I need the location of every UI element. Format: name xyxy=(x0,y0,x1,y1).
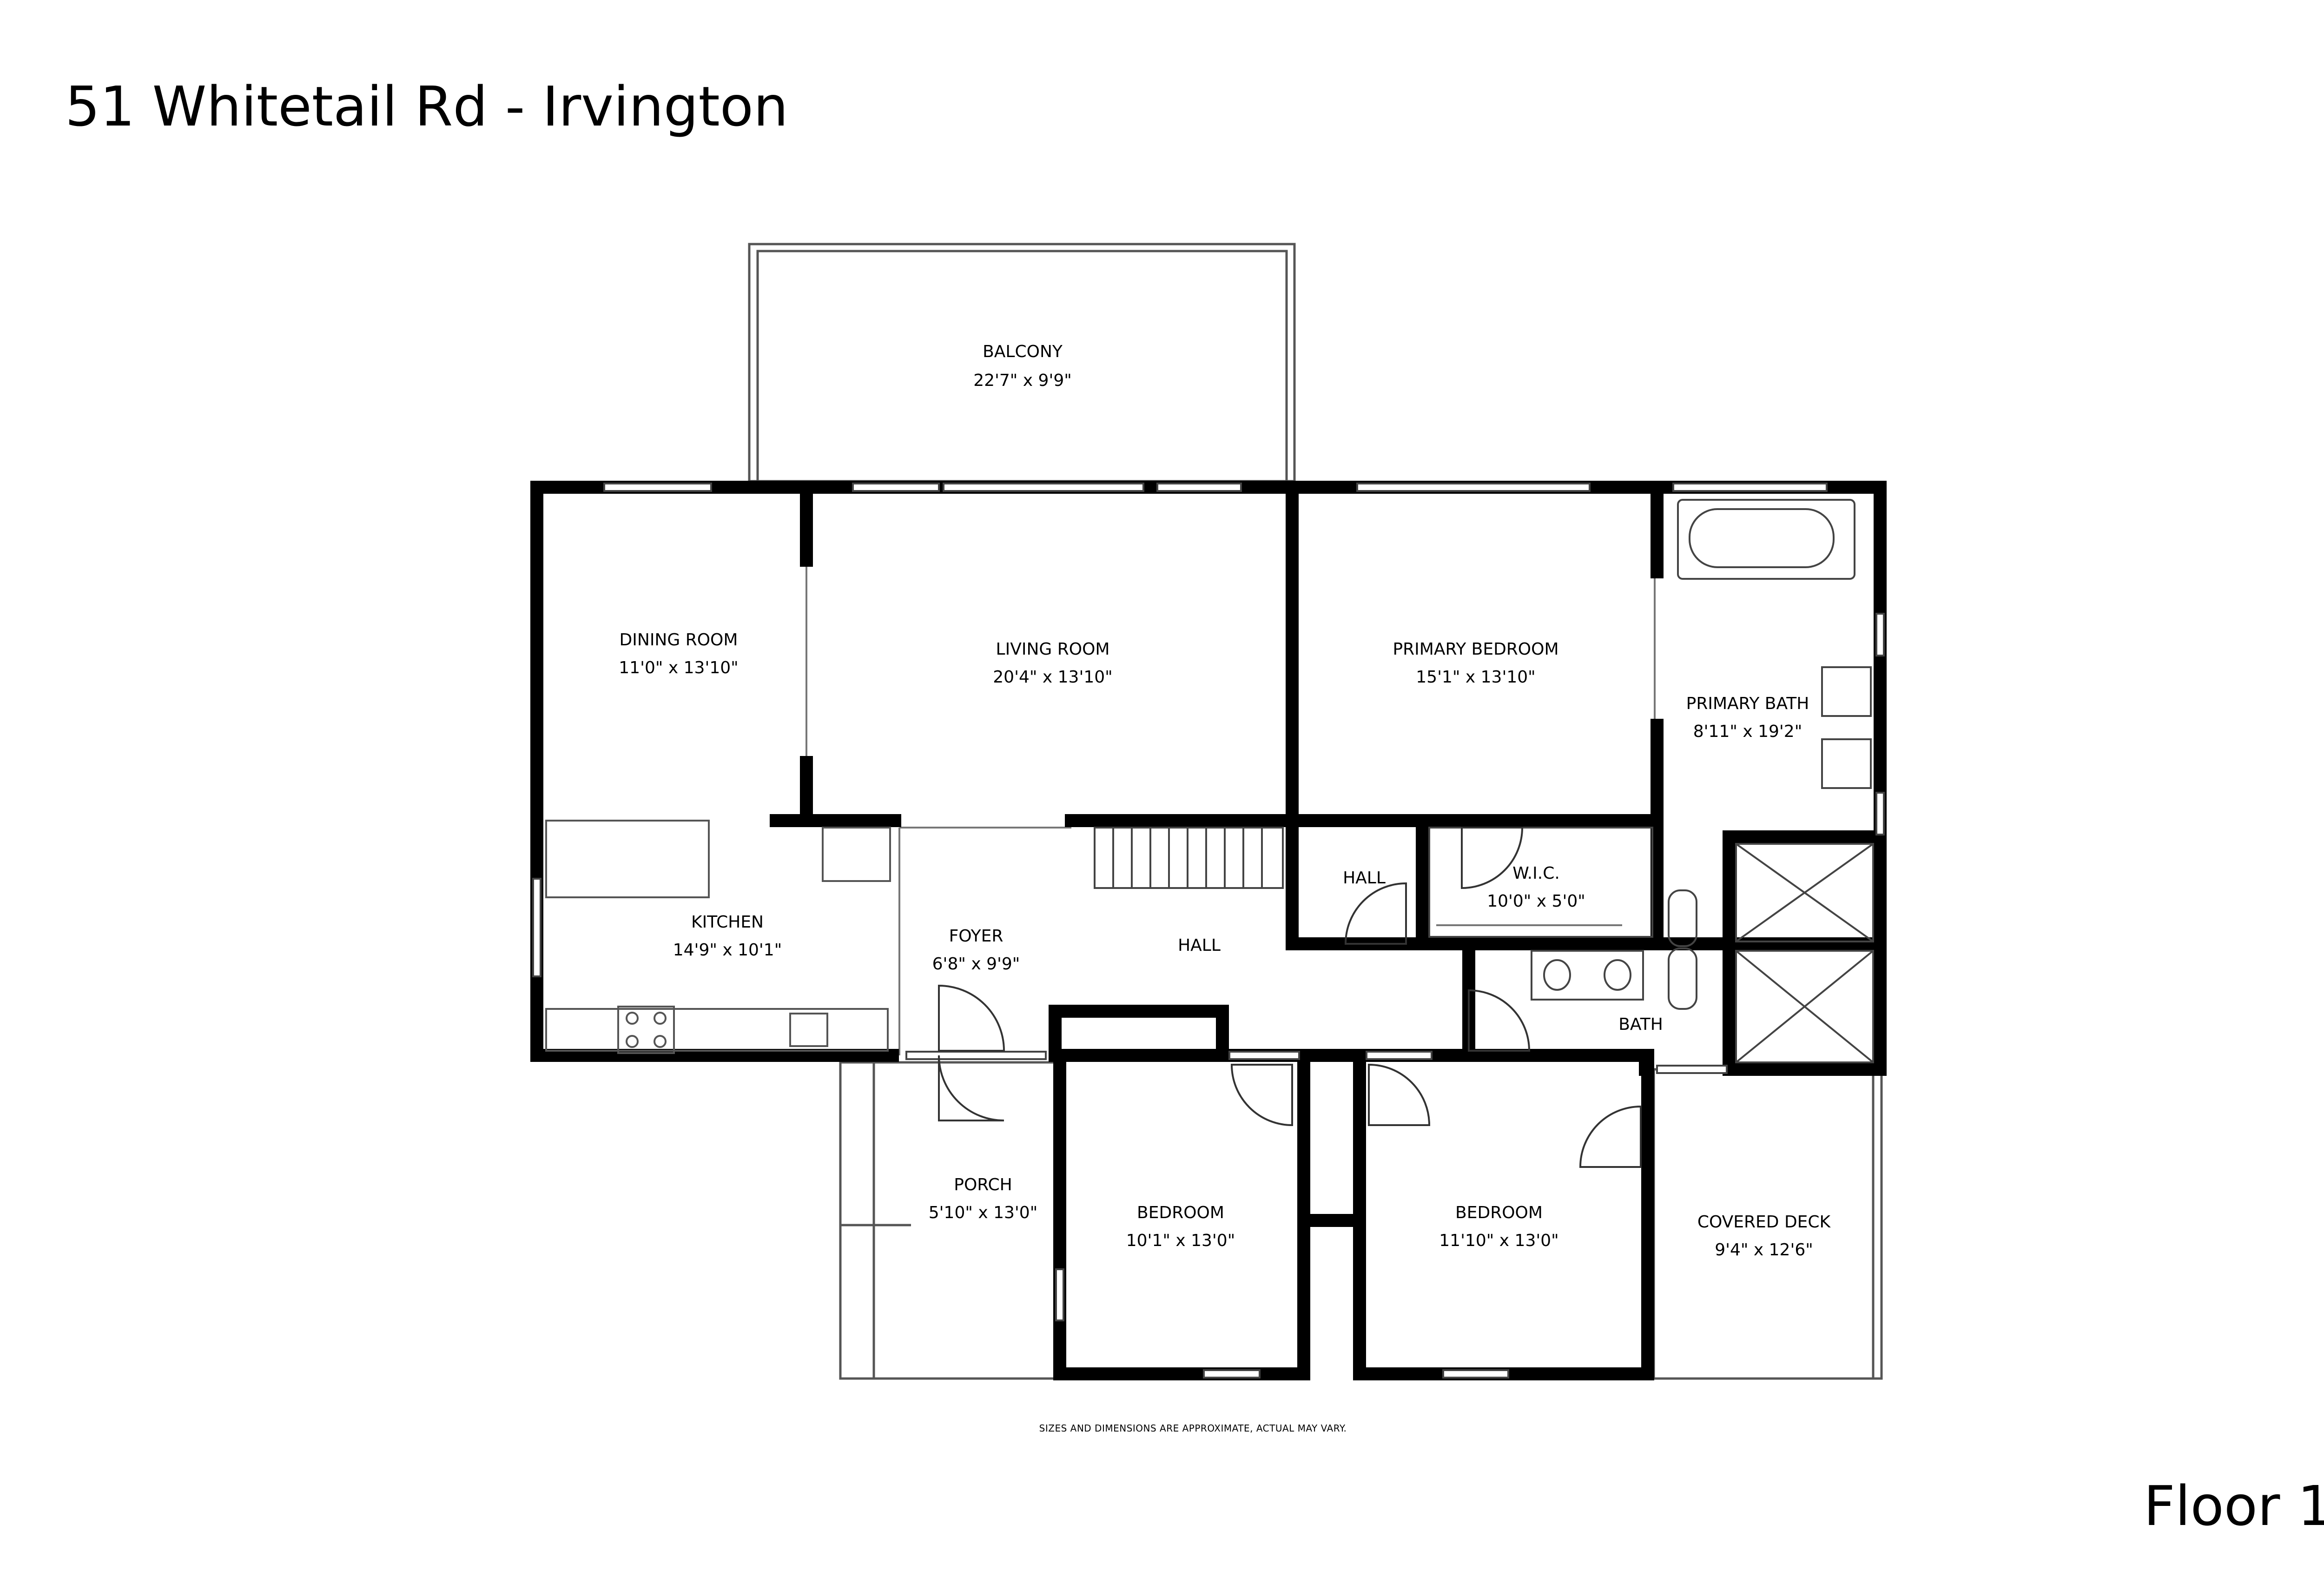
bath-vanity-icon xyxy=(1531,950,1644,1001)
foyer-dims: 6'8" x 9'9" xyxy=(932,955,1020,974)
disclaimer-note: SIZES AND DIMENSIONS ARE APPROXIMATE, AC… xyxy=(1039,1423,1347,1434)
kitchen-name: KITCHEN xyxy=(691,913,764,932)
bedroom1-door-icon xyxy=(1230,1064,1293,1127)
kitchen-counter xyxy=(545,1008,889,1052)
living-dims: 20'4" x 13'10" xyxy=(993,668,1112,687)
primary-bed-dims: 15'1" x 13'10" xyxy=(1416,668,1535,687)
bathtub-icon xyxy=(1677,499,1855,580)
primary-bed-name: PRIMARY BEDROOM xyxy=(1393,640,1558,659)
kitchen-dims: 14'9" x 10'1" xyxy=(673,941,782,960)
thin-partitions xyxy=(805,560,1876,1060)
bath-name: BATH xyxy=(1618,1015,1663,1034)
doors xyxy=(938,827,1642,1168)
toilet-icon-2 xyxy=(1668,948,1697,1010)
porch-dims: 5'10" x 13'0" xyxy=(929,1203,1038,1222)
windows xyxy=(532,483,1885,1379)
porch-name: PORCH xyxy=(954,1175,1012,1194)
outdoor-outlines xyxy=(748,243,1883,1380)
kitchen-island xyxy=(545,820,710,898)
bedroom1-dims: 10'1" x 13'0" xyxy=(1126,1231,1235,1250)
balcony-name: BALCONY xyxy=(983,342,1063,361)
wic-door-icon xyxy=(1461,827,1524,889)
page-title: 51 Whitetail Rd - Irvington xyxy=(65,74,788,139)
bedroom1-name: BEDROOM xyxy=(1137,1203,1224,1222)
foyer-name: FOYER xyxy=(949,927,1004,946)
dining-dims: 11'0" x 13'10" xyxy=(619,658,738,677)
stove-icon xyxy=(617,1006,675,1054)
dining-name: DINING ROOM xyxy=(620,630,738,650)
primary-bath-dims: 8'11" x 19'2" xyxy=(1693,722,1802,741)
toilet-icon xyxy=(1668,889,1697,947)
hall-main-name: HALL xyxy=(1178,936,1221,955)
stairs xyxy=(1094,827,1284,889)
hall-small-name: HALL xyxy=(1343,868,1386,888)
shower-icon-2 xyxy=(1735,950,1874,1063)
covered-deck-dims: 9'4" x 12'6" xyxy=(1715,1240,1813,1260)
bedroom2-dims: 11'10" x 13'0" xyxy=(1439,1231,1558,1250)
hall-door-icon xyxy=(1344,882,1407,945)
bedroom2-name: BEDROOM xyxy=(1455,1203,1543,1222)
bedroom2-door-icon xyxy=(1368,1063,1431,1126)
bath-fixtures xyxy=(1428,499,1874,1063)
covered-deck-name: COVERED DECK xyxy=(1697,1213,1831,1232)
kitchen-fixtures xyxy=(545,820,891,1054)
primary-bath-name: PRIMARY BATH xyxy=(1686,694,1809,713)
vanity-sink-icon-2 xyxy=(1821,738,1872,789)
wic-name: W.I.C. xyxy=(1512,864,1560,883)
walls xyxy=(530,481,1887,1380)
floor-label: Floor 1 xyxy=(2143,1474,2324,1538)
shower-icon xyxy=(1735,843,1874,942)
bath-door-icon xyxy=(1468,989,1531,1052)
sink-icon xyxy=(789,1013,828,1047)
wic-shelf xyxy=(1428,827,1653,938)
vanity-sink-icon xyxy=(1821,666,1872,717)
wic-dims: 10'0" x 5'0" xyxy=(1487,892,1585,911)
deck-door-icon xyxy=(1579,1105,1642,1168)
balcony-outline xyxy=(748,243,1296,483)
front-door-icon xyxy=(938,984,1005,1052)
balcony-inner-outline xyxy=(756,250,1288,483)
room-labels: BALCONY 22'7" x 9'9" DINING ROOM 11'0" x… xyxy=(619,342,1831,1260)
living-name: LIVING ROOM xyxy=(996,640,1110,659)
balcony-dims: 22'7" x 9'9" xyxy=(973,371,1072,390)
